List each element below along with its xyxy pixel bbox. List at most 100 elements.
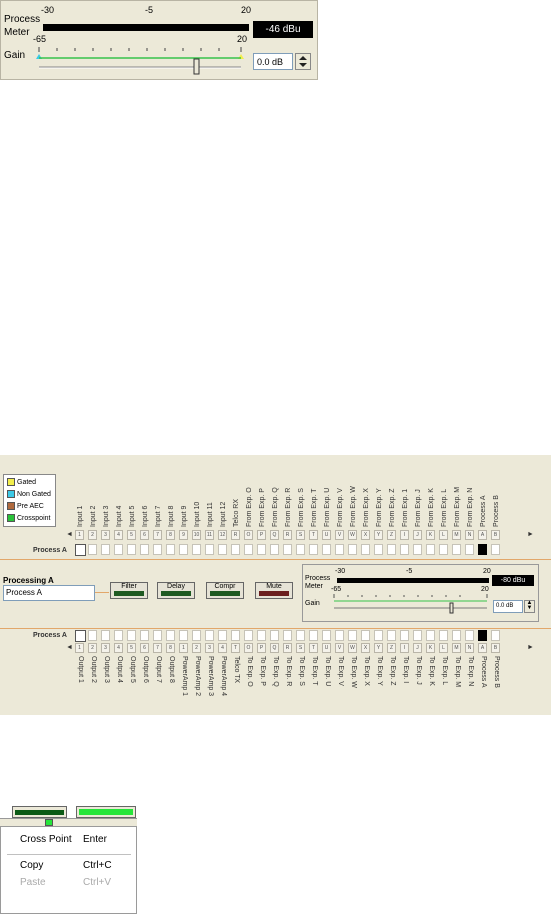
input-channel-button[interactable]: R [231, 530, 240, 540]
input-channel-button[interactable]: X [361, 530, 370, 540]
output-channel-button[interactable]: 7 [153, 643, 162, 653]
output-channel-button[interactable]: 2 [192, 643, 201, 653]
crosspoint-cell[interactable] [387, 544, 396, 555]
output-channel-button[interactable]: L [439, 643, 448, 653]
crosspoint-cell[interactable] [309, 544, 318, 555]
crosspoint-cell[interactable] [426, 630, 435, 641]
scroll-right-icon[interactable]: ► [527, 644, 534, 651]
output-channel-button[interactable]: 4 [218, 643, 227, 653]
crosspoint-cell[interactable] [75, 544, 86, 556]
crosspoint-cell[interactable] [257, 544, 266, 555]
input-channel-button[interactable]: 8 [166, 530, 175, 540]
crosspoint-cell[interactable] [335, 630, 344, 641]
crosspoint-cell[interactable] [361, 630, 370, 641]
menu-item-copy[interactable]: Copy [20, 860, 44, 871]
input-channel-button[interactable]: L [439, 530, 448, 540]
input-channel-button[interactable]: Z [387, 530, 396, 540]
output-channel-button[interactable]: Y [374, 643, 383, 653]
mute-button-partial[interactable] [12, 806, 67, 818]
output-channel-button[interactable]: U [322, 643, 331, 653]
input-channel-button[interactable]: T [309, 530, 318, 540]
active-crosspoint-cell[interactable] [45, 819, 53, 826]
output-channel-button[interactable]: 2 [88, 643, 97, 653]
crosspoint-cell[interactable] [322, 544, 331, 555]
gain-value-input[interactable]: 0.0 dB [253, 53, 293, 70]
input-channel-button[interactable]: Y [374, 530, 383, 540]
crosspoint-cell[interactable] [114, 544, 123, 555]
mini-gain-value-input[interactable]: 0.0 dB [493, 600, 523, 613]
mute-button[interactable]: Mute [255, 582, 293, 599]
crosspoint-cell[interactable] [88, 630, 97, 641]
output-channel-button[interactable]: I [400, 643, 409, 653]
output-channel-button[interactable]: N [465, 643, 474, 653]
crosspoint-cell[interactable] [140, 544, 149, 555]
output-channel-button[interactable]: P [257, 643, 266, 653]
crosspoint-cell[interactable] [283, 544, 292, 555]
input-channel-button[interactable]: N [465, 530, 474, 540]
crosspoint-cell[interactable] [218, 544, 227, 555]
input-channel-button[interactable]: 12 [218, 530, 227, 540]
output-channel-button[interactable]: S [296, 643, 305, 653]
crosspoint-cell[interactable] [244, 544, 253, 555]
crosspoint-cell[interactable] [231, 630, 240, 641]
output-channel-button[interactable]: X [361, 643, 370, 653]
output-channel-button[interactable]: R [283, 643, 292, 653]
crosspoint-cell[interactable] [348, 544, 357, 555]
crosspoint-cell[interactable] [153, 630, 162, 641]
input-channel-button[interactable]: 10 [192, 530, 201, 540]
output-channel-button[interactable]: 1 [75, 643, 84, 653]
input-channel-button[interactable]: 2 [88, 530, 97, 540]
crosspoint-cell[interactable] [465, 544, 474, 555]
input-channel-button[interactable]: W [348, 530, 357, 540]
gain-slider[interactable] [35, 43, 249, 75]
crosspoint-cell[interactable] [179, 544, 188, 555]
crosspoint-cell[interactable] [439, 544, 448, 555]
output-channel-button[interactable]: J [413, 643, 422, 653]
input-channel-button[interactable]: 7 [153, 530, 162, 540]
crosspoint-cell[interactable] [400, 630, 409, 641]
scroll-right-icon[interactable]: ► [527, 531, 534, 538]
crosspoint-cell[interactable] [88, 544, 97, 555]
crosspoint-cell[interactable] [101, 544, 110, 555]
filter-button[interactable]: Filter [110, 582, 148, 599]
input-channel-button[interactable]: 11 [205, 530, 214, 540]
input-channel-button[interactable]: S [296, 530, 305, 540]
crosspoint-cell[interactable] [452, 544, 461, 555]
output-channel-button[interactable]: 8 [166, 643, 175, 653]
crosspoint-cell[interactable] [478, 630, 487, 641]
input-channel-button[interactable]: 1 [75, 530, 84, 540]
mini-gain-slider[interactable] [331, 592, 491, 616]
crosspoint-cell[interactable] [491, 630, 500, 641]
delay-button[interactable]: Delay [157, 582, 195, 599]
crosspoint-cell[interactable] [296, 544, 305, 555]
crosspoint-cell[interactable] [348, 630, 357, 641]
crosspoint-cell[interactable] [192, 544, 201, 555]
active-button-partial[interactable] [76, 806, 136, 818]
crosspoint-cell[interactable] [296, 630, 305, 641]
mini-gain-spinner[interactable]: ▲▼ [524, 600, 535, 613]
input-channel-button[interactable]: V [335, 530, 344, 540]
crosspoint-cell[interactable] [218, 630, 227, 641]
input-channel-button[interactable]: U [322, 530, 331, 540]
crosspoint-cell[interactable] [270, 630, 279, 641]
output-channel-button[interactable]: V [335, 643, 344, 653]
crosspoint-cell[interactable] [192, 630, 201, 641]
scroll-left-icon[interactable]: ◄ [66, 644, 73, 651]
output-channel-button[interactable]: Z [387, 643, 396, 653]
output-channel-button[interactable]: 4 [114, 643, 123, 653]
input-channel-button[interactable]: 3 [101, 530, 110, 540]
input-channel-button[interactable]: 9 [179, 530, 188, 540]
crosspoint-cell[interactable] [413, 630, 422, 641]
crosspoint-cell[interactable] [114, 630, 123, 641]
input-channel-button[interactable]: R [283, 530, 292, 540]
crosspoint-cell[interactable] [335, 544, 344, 555]
crosspoint-cell[interactable] [127, 544, 136, 555]
output-channel-button[interactable]: W [348, 643, 357, 653]
output-channel-button[interactable]: B [491, 643, 500, 653]
crosspoint-cell[interactable] [270, 544, 279, 555]
input-channel-button[interactable]: P [257, 530, 266, 540]
crosspoint-cell[interactable] [426, 544, 435, 555]
compressor-button[interactable]: Compr [206, 582, 244, 599]
input-channel-button[interactable]: J [413, 530, 422, 540]
input-channel-button[interactable]: I [400, 530, 409, 540]
